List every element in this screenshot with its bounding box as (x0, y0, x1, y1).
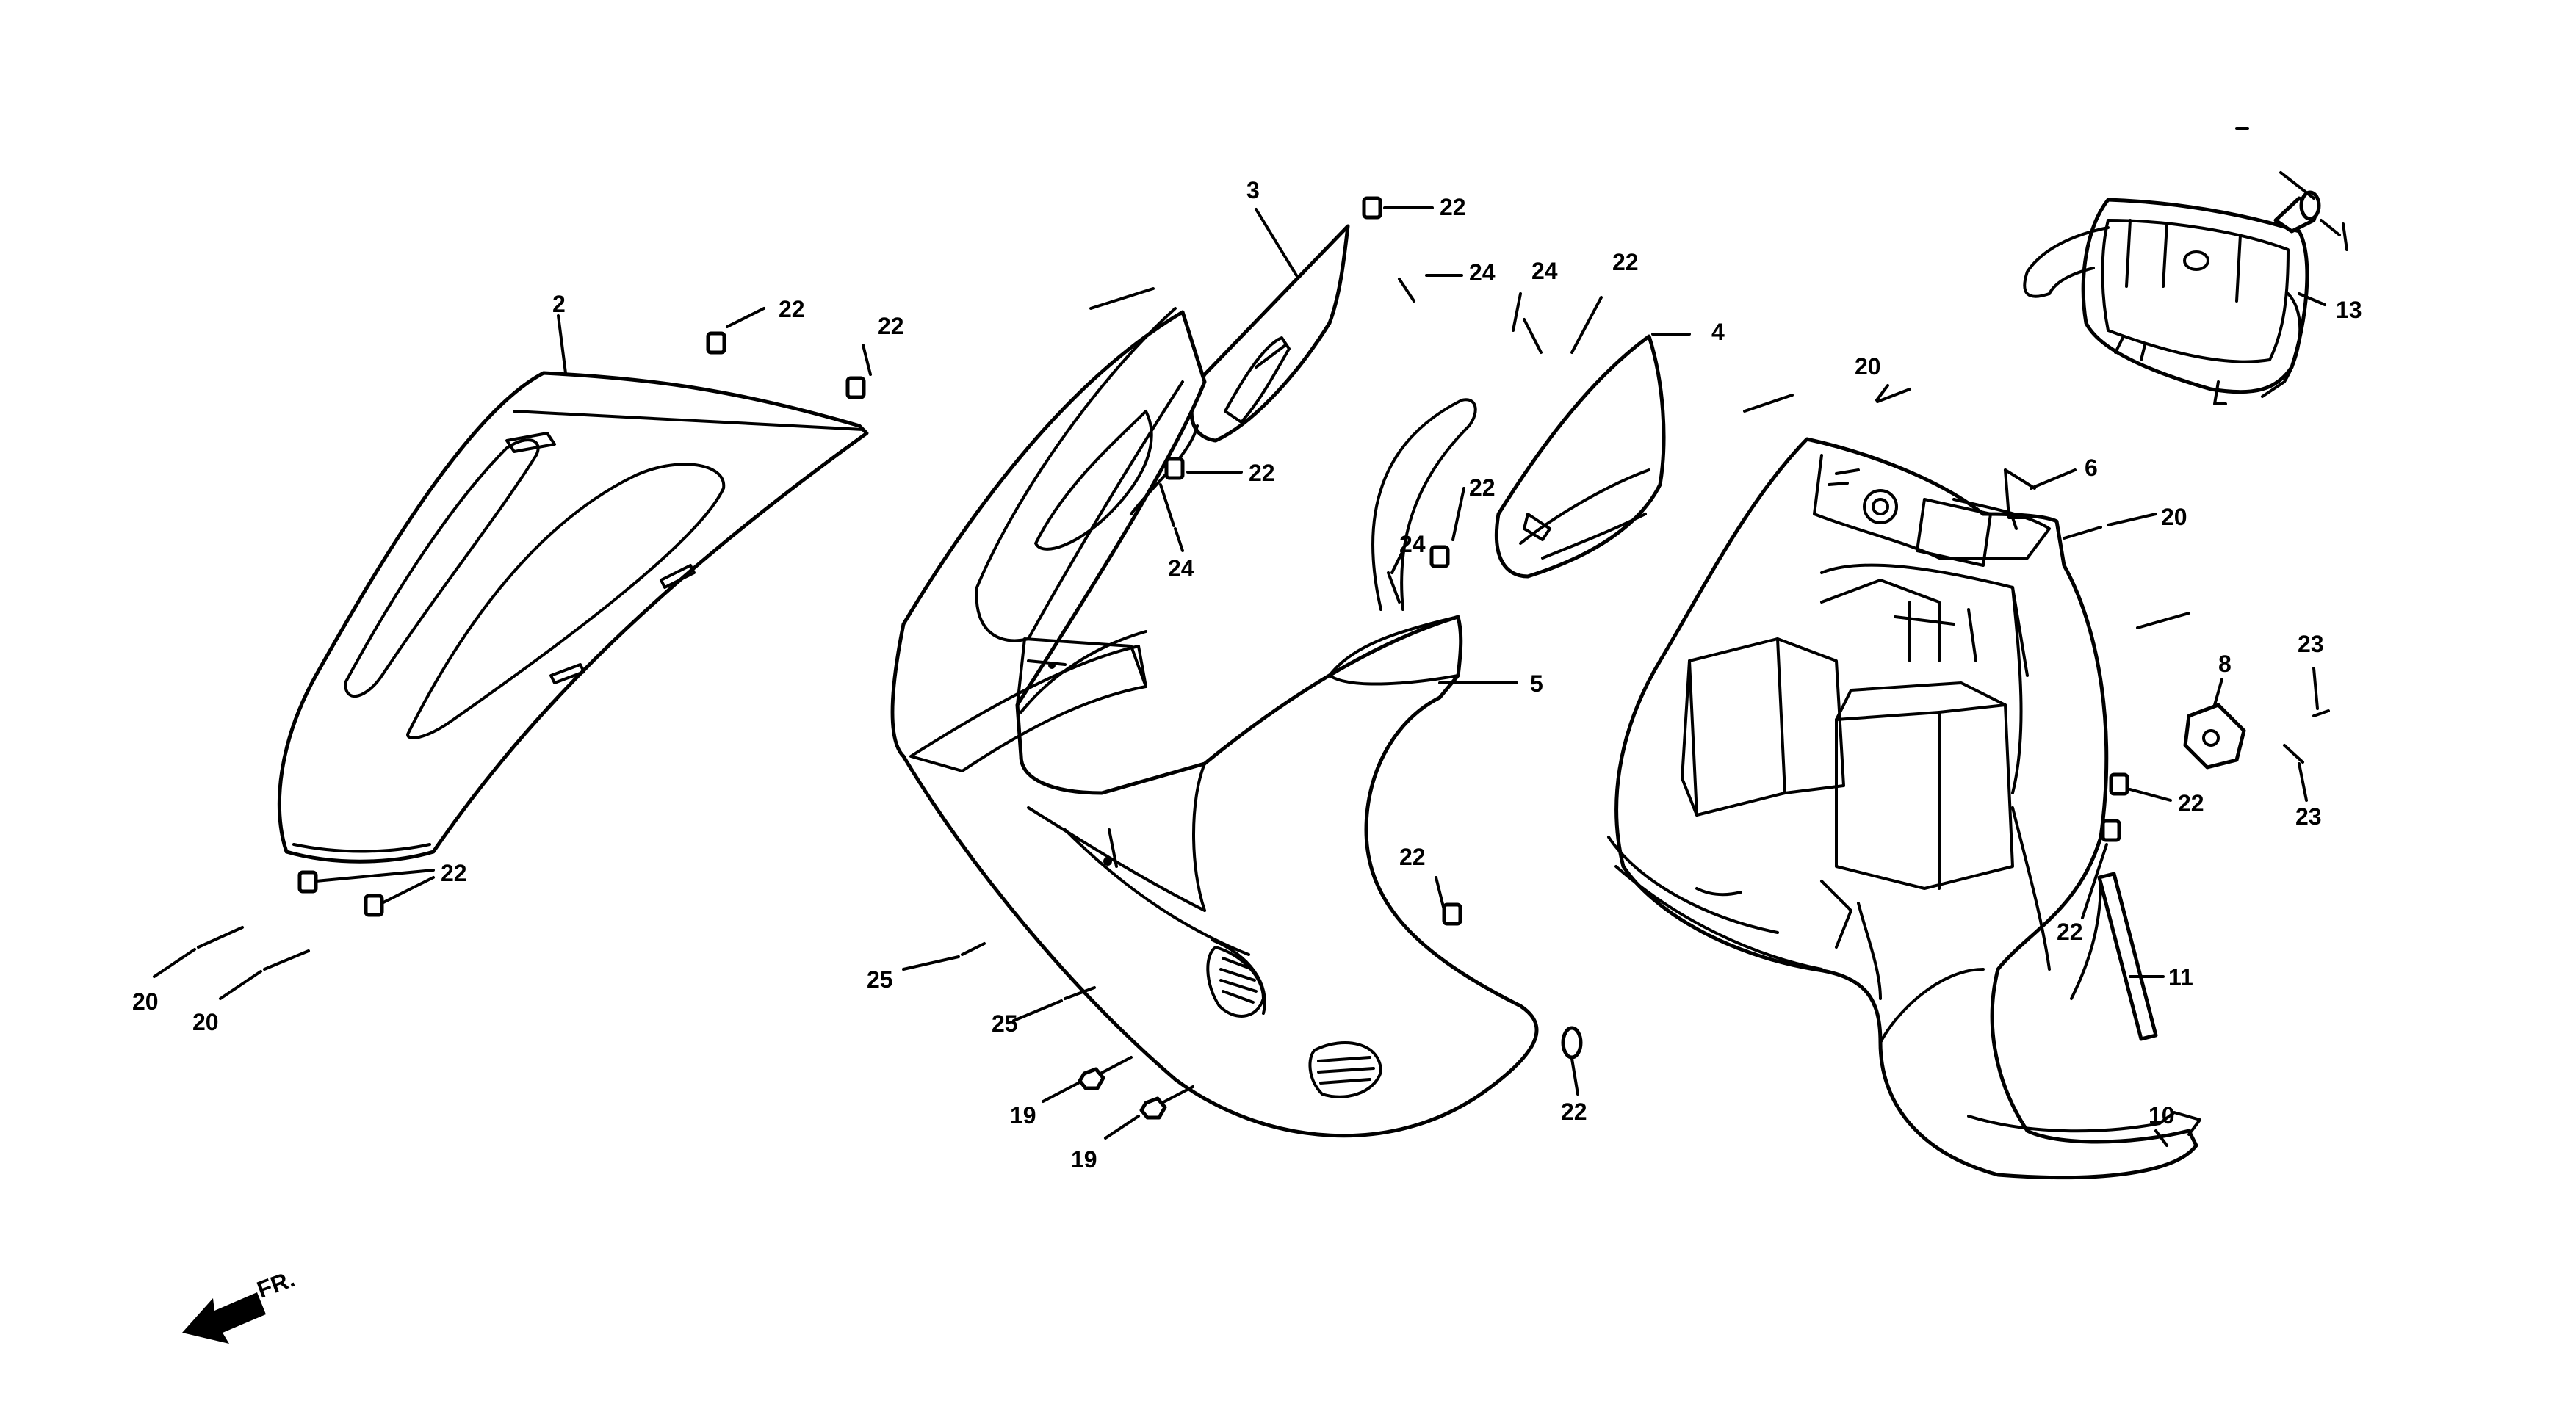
label-part-23: 23 (2298, 631, 2324, 657)
bolt-19 (1139, 1085, 1194, 1120)
label-part-22: 22 (1399, 844, 1426, 870)
clip-nut-22 (706, 331, 726, 355)
part-10-inner-cover (1607, 437, 2201, 1180)
screw-20 (1876, 388, 1911, 403)
label-part-20: 20 (1855, 353, 1881, 380)
label-part-10: 10 (2149, 1102, 2175, 1129)
part-8-clip (2183, 703, 2246, 770)
part-13-carrier (2023, 190, 2348, 405)
label-part-24: 24 (1469, 259, 1496, 286)
screw-group (197, 278, 2330, 1120)
label-part-20: 20 (2161, 504, 2187, 530)
label-part-25: 25 (867, 966, 893, 993)
label-part-11: 11 (2168, 964, 2193, 991)
label-part-19: 19 (1010, 1102, 1036, 1129)
clip-nut-22 (364, 894, 384, 917)
label-part-3: 3 (1246, 177, 1260, 203)
label-part-22: 22 (1469, 474, 1496, 501)
part-labels: 2 3 4 5 6 8 10 11 13 19 19 20 20 20 20 2… (132, 177, 2362, 1173)
label-part-22: 22 (2057, 919, 2083, 945)
label-part-20: 20 (132, 988, 159, 1015)
clip-nut-22 (2109, 772, 2129, 796)
screw-20 (197, 926, 244, 949)
label-part-5: 5 (1530, 670, 1543, 697)
screw-24 (1398, 278, 1415, 303)
screw-23 (2283, 744, 2304, 764)
label-part-25: 25 (992, 1010, 1018, 1037)
screw-24 (1523, 318, 1543, 354)
label-part-4: 4 (1711, 319, 1725, 345)
clip-nut-22 (1561, 1026, 1583, 1060)
screw-25 (1064, 986, 1096, 1000)
clip-nut-22 (2101, 819, 2121, 842)
label-part-22: 22 (441, 860, 467, 886)
label-part-22: 22 (878, 313, 904, 339)
vent-grille-left (1206, 946, 1265, 1018)
label-part-22: 22 (2178, 790, 2204, 817)
front-direction-label: FR. (253, 1265, 298, 1303)
vent-grille-right (1308, 1041, 1382, 1098)
part-11-strip (2097, 872, 2158, 1041)
screw (1089, 287, 1155, 310)
front-direction-indicator: FR. (182, 1265, 298, 1344)
lock-cylinder-icon (2273, 190, 2348, 251)
clip-nut-22 (1442, 902, 1462, 926)
front-arrow-icon (182, 1292, 266, 1344)
clip-nut-22 (297, 870, 318, 894)
part-2-front-shield (277, 371, 869, 864)
label-part-8: 8 (2218, 651, 2232, 677)
clip-nut-22 (1429, 545, 1450, 568)
clip-nut-22 (1362, 196, 1382, 220)
label-part-24: 24 (1399, 531, 1426, 557)
screw (2136, 612, 2190, 629)
label-part-23: 23 (2295, 803, 2322, 830)
screw-20 (2063, 526, 2102, 540)
label-part-13: 13 (2336, 297, 2362, 323)
label-part-22: 22 (1612, 249, 1639, 275)
label-part-22: 22 (1561, 1098, 1587, 1125)
screw-23 (2312, 709, 2330, 717)
clip-nut-22 (1164, 457, 1185, 480)
part-3-side-panel (1189, 224, 1350, 443)
label-part-2: 2 (552, 291, 566, 317)
screw-24 (1387, 571, 1401, 604)
label-part-24: 24 (1531, 258, 1558, 284)
label-part-6: 6 (2085, 455, 2098, 481)
screw (1743, 394, 1794, 413)
label-part-20: 20 (192, 1009, 219, 1035)
bolt-19 (1078, 1056, 1133, 1090)
label-part-24: 24 (1168, 555, 1194, 582)
label-part-22: 22 (779, 296, 805, 322)
label-part-19: 19 (1071, 1146, 1097, 1173)
part-5-front-body (890, 307, 1539, 1138)
part-6-bracket (2004, 468, 2036, 530)
clip-nut-22 (845, 376, 866, 399)
leader-lines (153, 171, 2326, 1147)
label-part-22: 22 (1440, 194, 1466, 220)
label-part-22: 22 (1249, 460, 1275, 486)
screw-20 (263, 949, 310, 971)
screw-25 (961, 942, 986, 956)
screw-24 (1159, 483, 1175, 527)
part-4-side-panel (1494, 334, 1666, 579)
